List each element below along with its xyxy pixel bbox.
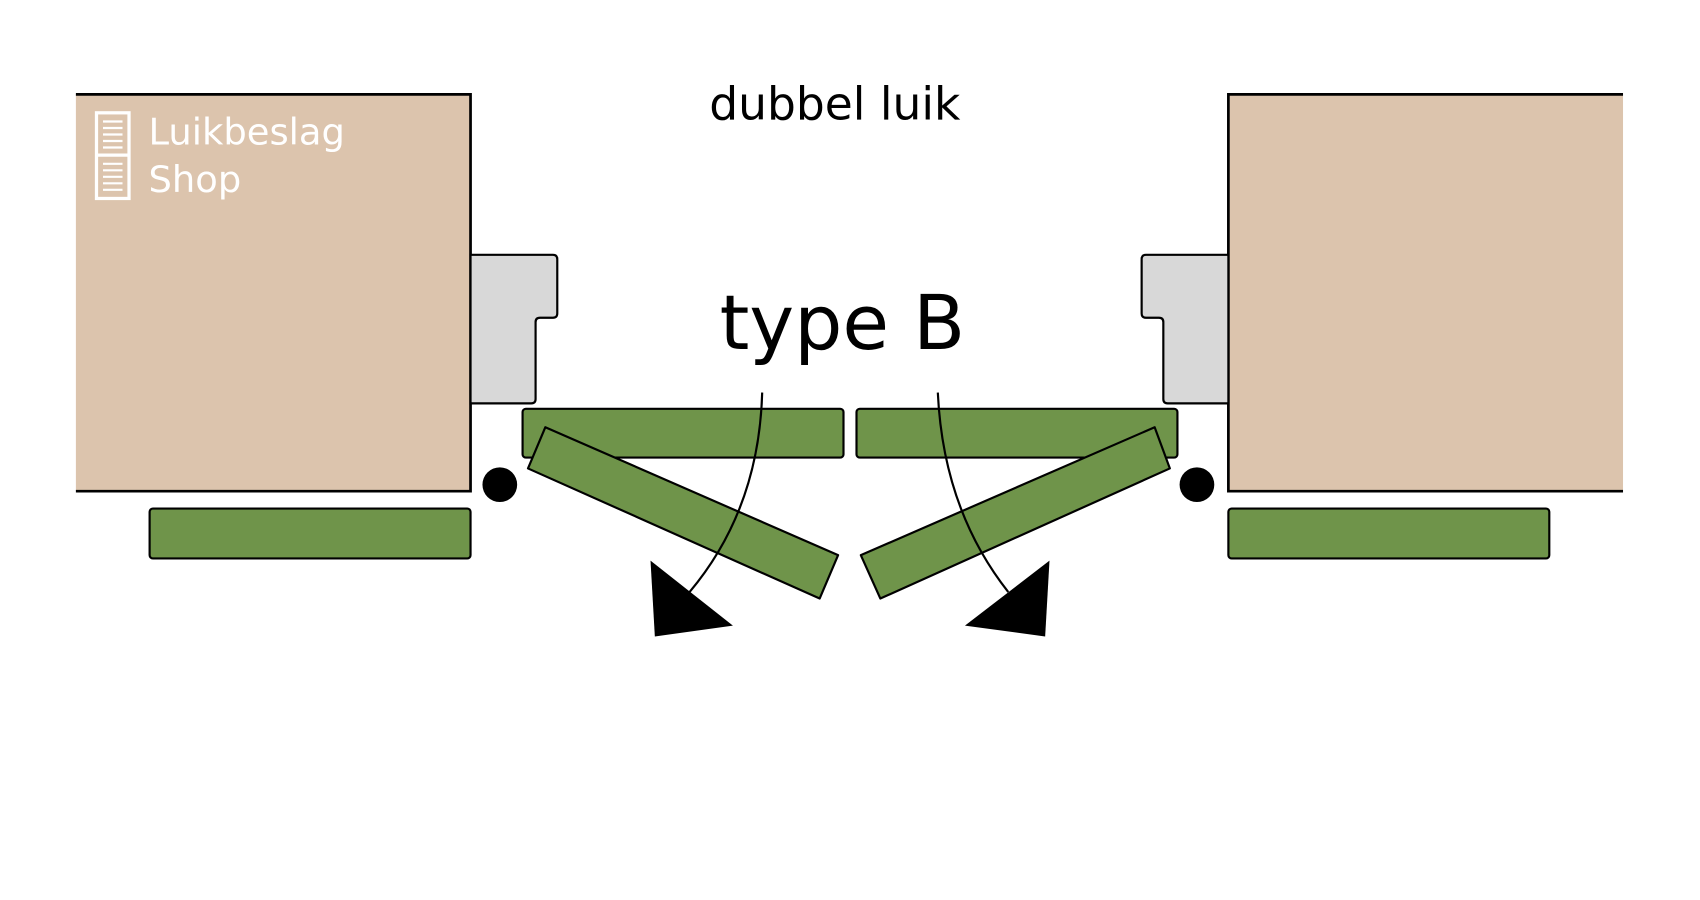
right-hinge-icon (1179, 467, 1215, 503)
left-wall (75, 93, 472, 493)
right-window-frame (1140, 253, 1230, 405)
left-hinge-icon (482, 467, 518, 503)
logo: Luikbeslag Shop (94, 110, 345, 201)
diagram-title: dubbel luik (709, 77, 961, 130)
logo-text-line1: Luikbeslag (149, 110, 345, 153)
right-wall (1227, 93, 1624, 493)
left-swing-arrow-icon (650, 392, 764, 637)
right-shutter-open (1227, 507, 1551, 560)
left-shutter-open (148, 507, 472, 560)
right-swing-arrow-icon (936, 392, 1050, 637)
left-inner-shutter-closed (521, 407, 845, 459)
diagram-subtitle: type B (720, 279, 966, 367)
logo-text-line2: Shop (149, 158, 242, 201)
left-window-frame (469, 253, 559, 405)
right-inner-shutter-closed (855, 407, 1179, 459)
shutter-logo-icon (94, 111, 131, 201)
right-shutter-swinging (859, 426, 1171, 600)
left-shutter-swinging (526, 426, 840, 600)
